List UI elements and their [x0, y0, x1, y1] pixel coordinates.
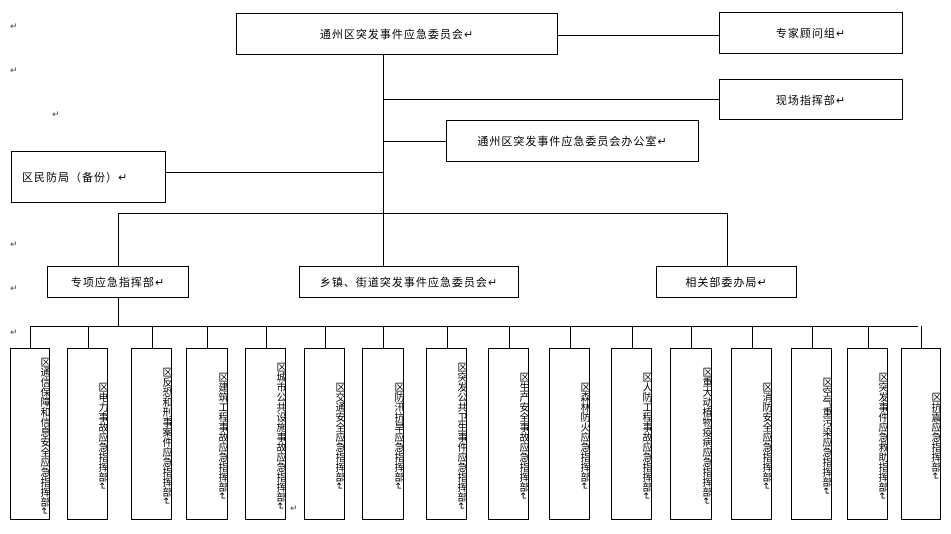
civil-defense-label: 区民防局（备份）↵: [22, 171, 129, 184]
connector-line: [118, 298, 119, 326]
connector-line: [558, 35, 719, 36]
onsite-command-label: 现场指挥部↵: [775, 93, 847, 107]
connector-line: [30, 326, 31, 348]
committee-office-box: 通州区突发事件应急委员会办公室↵: [446, 120, 699, 162]
command-box: 区重大动植物疫病应急指挥部↵: [670, 348, 712, 520]
command-label: 区消防安全应急指挥部↵: [760, 381, 771, 491]
command-box: 区抗震应急指挥部↵: [901, 348, 941, 520]
connector-line: [383, 213, 384, 266]
paragraph-mark: ↵: [10, 22, 18, 32]
command-box: 区消防安全应急指挥部↵: [731, 348, 772, 520]
connector-line: [383, 141, 446, 142]
connector-line: [118, 213, 119, 266]
command-box: 区突发事件应急救助指挥部↵: [847, 348, 888, 520]
connector-line: [868, 326, 869, 348]
command-box: 区人防工程事故应急指挥部↵: [611, 348, 652, 520]
paragraph-mark: ↵: [10, 240, 18, 250]
command-box: 区城市公共设施事故应急指挥部↵: [245, 348, 286, 520]
connector-line: [88, 326, 89, 348]
connector-line: [691, 326, 692, 348]
command-label: 区森林防火应急指挥部↵: [578, 381, 589, 491]
command-label: 区突发事件应急救助指挥部↵: [876, 371, 887, 501]
command-label: 区生产安全事故应急指挥部↵: [517, 371, 528, 501]
paragraph-mark: ↵: [10, 66, 18, 76]
connector-line: [30, 326, 918, 327]
command-box: 区反恐和刑事案件应急指挥部↵: [131, 348, 172, 520]
connector-line: [447, 326, 448, 348]
command-label: 区抗震应急指挥部↵: [929, 391, 940, 481]
command-label: 区交通安全应急指挥部↵: [333, 381, 344, 491]
command-label: 区反恐和刑事案件应急指挥部↵: [160, 366, 171, 506]
expert-advisory-group-box: 专家顾问组↵: [719, 12, 903, 54]
command-box: 区突发公共卫生事件应急指挥部↵: [426, 348, 467, 520]
command-label: 区突发公共卫生事件应急指挥部↵: [455, 361, 466, 511]
emergency-committee-box: 通州区突发事件应急委员会↵: [236, 13, 558, 55]
special-command-label: 专项应急指挥部↵: [70, 276, 166, 289]
command-box: 区生产安全事故应急指挥部↵: [488, 348, 529, 520]
connector-line: [509, 326, 510, 348]
special-command-box: 专项应急指挥部↵: [47, 266, 189, 298]
connector-line: [266, 326, 267, 348]
command-box: 区交通安全应急指挥部↵: [304, 348, 345, 520]
command-label: 区人防工程事故应急指挥部↵: [640, 371, 651, 501]
towns-committee-box: 乡镇、街道突发事件应急委员会↵: [299, 266, 519, 298]
connector-line: [727, 213, 728, 266]
command-label: 区电力事故应急指挥部↵: [96, 381, 107, 491]
paragraph-mark: ↵: [52, 110, 60, 120]
connector-line: [632, 326, 633, 348]
command-box: 区建筑工程事故应急指挥部↵: [186, 348, 228, 520]
towns-committee-label: 乡镇、街道突发事件应急委员会↵: [319, 276, 499, 289]
paragraph-mark: ↵: [10, 328, 18, 338]
command-label: 区空气重污染应急指挥部↵: [820, 376, 831, 496]
command-box: 区防汛抗旱应急指挥部↵: [362, 348, 404, 520]
onsite-command-box: 现场指挥部↵: [719, 79, 903, 120]
connector-line: [207, 326, 208, 348]
connector-line: [152, 326, 153, 348]
connector-line: [812, 326, 813, 348]
committee-office-label: 通州区突发事件应急委员会办公室↵: [477, 135, 668, 148]
paragraph-mark: ↵: [290, 504, 298, 514]
connector-line: [118, 213, 728, 214]
connector-line: [921, 326, 922, 348]
command-box: 区通信保障和信息安全应急指挥部↵: [10, 348, 50, 520]
paragraph-mark: ↵: [10, 284, 18, 294]
connector-line: [325, 326, 326, 348]
command-box: 区森林防火应急指挥部↵: [549, 348, 590, 520]
related-departments-label: 相关部委办局↵: [685, 276, 768, 289]
command-label: 区重大动植物疫病应急指挥部↵: [700, 366, 711, 506]
command-box: 区空气重污染应急指挥部↵: [791, 348, 832, 520]
related-departments-box: 相关部委办局↵: [656, 266, 797, 298]
command-label: 区建筑工程事故应急指挥部↵: [216, 371, 227, 501]
civil-defense-box: 区民防局（备份）↵: [11, 151, 166, 203]
connector-line: [383, 99, 719, 100]
connector-line: [383, 326, 384, 348]
emergency-committee-label: 通州区突发事件应急委员会↵: [319, 28, 475, 41]
connector-line: [570, 326, 571, 348]
command-label: 区防汛抗旱应急指挥部↵: [392, 381, 403, 491]
command-label: 区城市公共设施事故应急指挥部↵: [274, 361, 285, 511]
expert-advisory-group-label: 专家顾问组↵: [775, 27, 847, 40]
command-box: 区电力事故应急指挥部↵: [67, 348, 108, 520]
connector-line: [383, 55, 384, 213]
connector-line: [166, 172, 383, 173]
command-label: 区通信保障和信息安全应急指挥部↵: [38, 356, 49, 516]
connector-line: [752, 326, 753, 348]
